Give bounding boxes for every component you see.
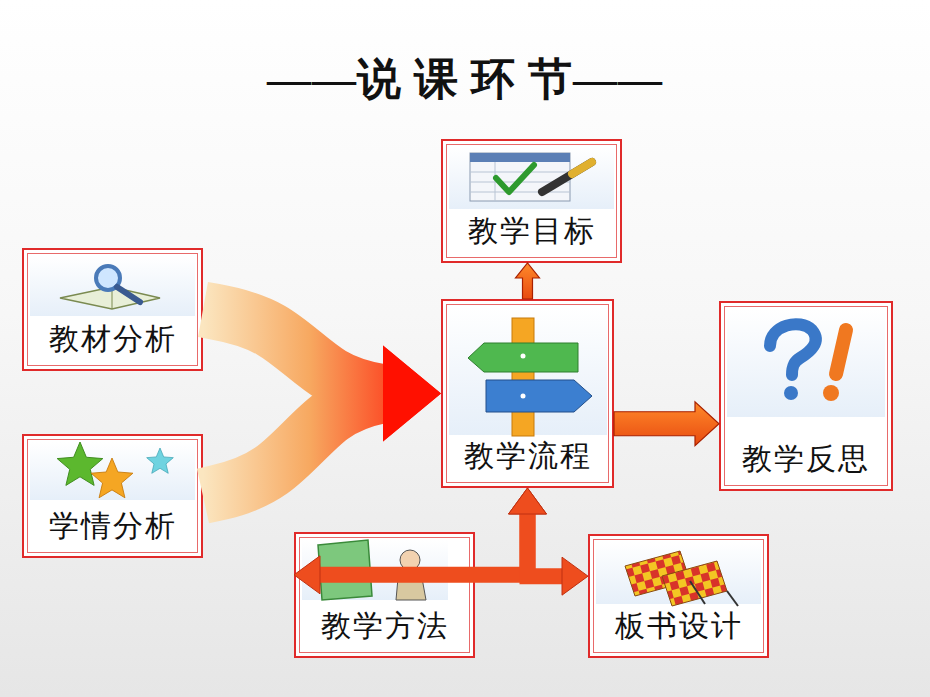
step-label: 学情分析 [24, 506, 201, 547]
fan-shaft [203, 310, 391, 394]
diagram-title: ——说 课 环 节—— [0, 50, 930, 109]
tee-shaft [528, 512, 565, 576]
step-box: 板书设计 [588, 534, 769, 658]
step-box: 教学反思 [719, 301, 893, 491]
block-arrow [516, 263, 540, 299]
step-box: 教学目标 [441, 139, 622, 263]
flow-arrow [516, 263, 540, 299]
flow-arrow [509, 488, 589, 595]
arrow-head [509, 488, 547, 514]
arrow-head [509, 488, 547, 514]
step-box: 教材分析 [22, 248, 203, 371]
fan-shaft [203, 394, 391, 497]
arrow-head [562, 557, 588, 595]
step-box: 教学方法 [294, 532, 475, 658]
step-box: 学情分析 [22, 434, 203, 558]
arrow-head [383, 346, 441, 442]
flow-arrow [203, 346, 441, 497]
flow-arrow [203, 310, 441, 442]
block-arrow [614, 402, 719, 446]
step-label: 教材分析 [24, 319, 201, 360]
step-box: 教学流程 [441, 299, 614, 488]
arrow-head [383, 346, 441, 442]
step-label: 教学目标 [443, 211, 620, 252]
step-label: 教学流程 [443, 436, 612, 477]
step-label: 教学反思 [721, 439, 891, 480]
flow-arrow [614, 402, 719, 446]
step-label: 板书设计 [590, 606, 767, 647]
step-label: 教学方法 [296, 606, 473, 647]
